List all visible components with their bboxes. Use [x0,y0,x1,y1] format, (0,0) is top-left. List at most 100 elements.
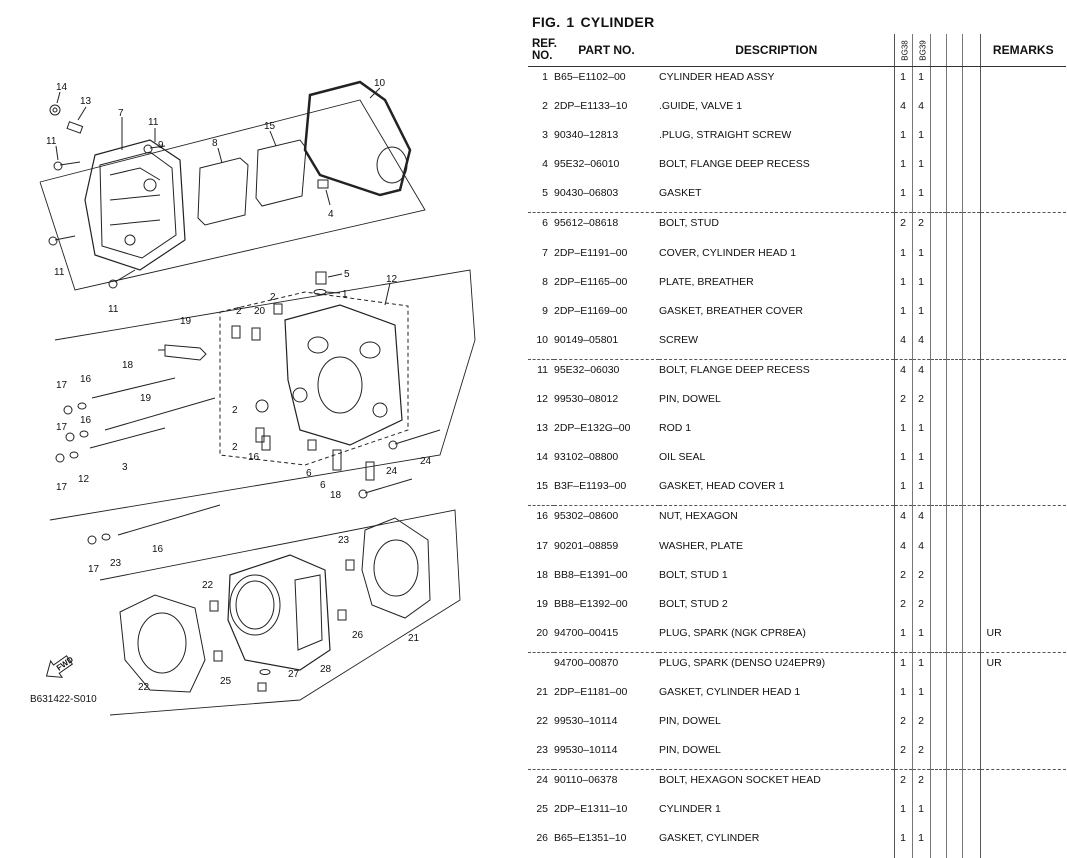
blank-cell [945,447,962,477]
callout: 11 [108,304,119,315]
blank-cell [945,652,962,682]
callout: 2 [232,442,238,453]
blank-cell [961,769,980,800]
header-model-2: BG39 [911,34,930,67]
ref-no-cell: 15 [528,476,554,507]
callout: 16 [80,415,92,426]
ref-no-cell: 2 [542,100,548,113]
callout: 19 [180,316,192,327]
remarks-cell [979,799,1066,829]
remarks-cell [979,212,1066,243]
blank-cell [929,711,946,741]
blank-cell [929,769,946,800]
figure-number: 1 [566,14,575,30]
callout: 15 [264,121,276,132]
description-cell: GASKET, CYLINDER HEAD 1 [659,685,801,698]
ref-no-cell: 21 [536,685,548,698]
qty-model-1-cell: 1 [893,799,912,829]
callout: 25 [220,676,232,687]
part-no-cell: 90149–05801 [554,329,659,360]
qty-model-2-cell: 1 [911,799,930,829]
blank-cell [945,271,962,301]
part-no-cell: B3F–E1193–00 [554,476,659,507]
remarks-cell [979,505,1066,536]
blank-cell [929,828,946,858]
figure-name: CYLINDER [580,14,655,30]
remarks-cell [979,535,1066,565]
callout: 1 [342,289,348,300]
blank-cell [929,740,946,771]
blank-cell [929,300,946,330]
qty-model-2-cell: 1 [911,418,930,448]
description-cell: NUT, HEXAGON [659,510,738,523]
remarks-cell [979,828,1066,858]
ref-no-cell: 11 [537,363,548,376]
qty-model-1-cell: 1 [893,447,912,477]
blank-cell [929,125,946,155]
part-no-cell: 94700–00415 [554,622,659,653]
blank-cell [945,389,962,419]
qty-model-1-cell: 1 [893,154,912,184]
callout: 27 [288,669,300,680]
callout: 9 [158,140,164,151]
callout: 11 [54,267,65,278]
blank-cell [929,242,946,272]
qty-model-2-cell: 1 [911,652,930,682]
part-no-cell: 2DP–E1181–00 [554,685,628,698]
description-cell: CYLINDER HEAD ASSY [659,71,775,83]
remarks-cell [979,740,1066,771]
blank-cell [945,505,962,536]
part-no-cell: 99530–10114 [554,740,659,771]
callout: 2 [270,292,276,303]
blank-cell [945,476,962,507]
ref-no-cell: 5 [528,183,554,214]
description-cell: .PLUG, STRAIGHT SCREW [659,129,792,142]
blank-cell [945,300,962,330]
part-no-cell: BB8–E1392–00 [554,597,628,610]
diagram-code: B631422-S010 [30,694,97,705]
qty-model-2-cell: 2 [911,389,930,419]
blank-cell [929,505,946,536]
ref-no-cell: 23 [528,740,554,771]
blank-cell [961,828,980,858]
qty-model-2-cell: 1 [911,828,930,858]
description-cell: OIL SEAL [659,451,706,464]
description-cell: CYLINDER 1 [659,803,721,816]
qty-model-2-cell: 1 [911,447,930,477]
ref-no-cell: 8 [542,275,548,288]
callout: 2 [232,405,238,416]
ref-no-cell: 19 [536,597,548,610]
part-no-cell: BB8–E1391–00 [554,568,628,581]
description-cell: BOLT, FLANGE DEEP RECESS [659,363,810,376]
qty-model-1-cell: 2 [893,769,912,800]
ref-no-cell: 6 [542,217,548,230]
qty-model-2-cell: 1 [911,271,930,301]
blank-cell [945,711,962,741]
blank-cell [961,418,980,448]
qty-model-1-cell: 2 [893,564,912,594]
qty-model-2-cell: 2 [911,740,930,771]
callout: 4 [328,209,334,220]
blank-cell [945,154,962,184]
remarks-cell [979,183,1066,214]
blank-cell [945,799,962,829]
blank-cell [945,681,962,712]
qty-model-1-cell: 2 [893,711,912,741]
part-no-cell: 95612–08618 [554,217,619,230]
blank-cell [961,652,980,682]
callout: 7 [118,108,124,119]
part-no-cell: 95E32–06010 [554,158,620,171]
description-cell: SCREW [659,329,894,360]
callout: 5 [344,269,350,280]
fwd-arrow-icon: FWD [45,655,75,678]
qty-model-1-cell: 1 [893,681,912,712]
